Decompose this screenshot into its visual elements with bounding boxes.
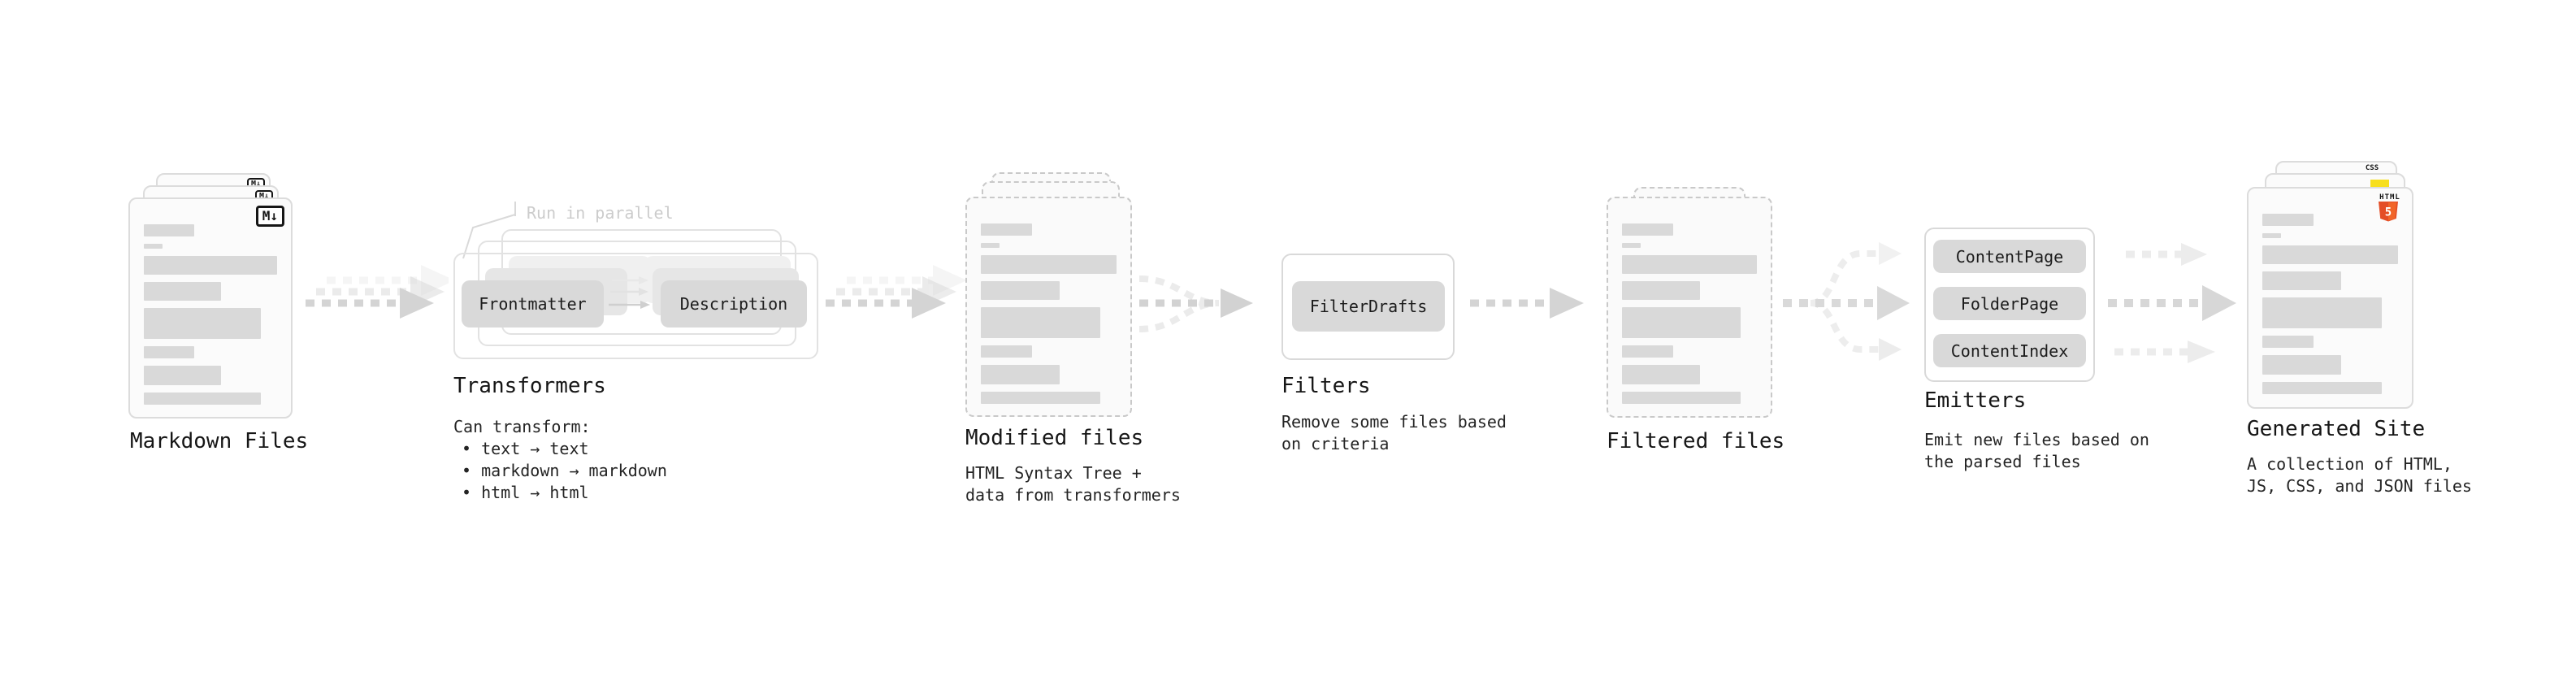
- filtered-file-card-front: [1607, 197, 1772, 418]
- transformers-notes: Can transform: • text → text • markdown …: [453, 416, 667, 504]
- emitters-frame: ContentPage FolderPage ContentIndex: [1924, 228, 2095, 382]
- svg-text:5: 5: [2385, 206, 2392, 219]
- placeholder-bar: [1622, 365, 1701, 384]
- stage-desc-modified-files: HTML Syntax Tree + data from transformer…: [965, 463, 1181, 505]
- flow-arrow-filters-to-filtered: [1470, 288, 1584, 319]
- placeholder-bar: [2262, 214, 2314, 226]
- note-bullet: • text → text: [462, 439, 589, 458]
- modified-file-card-front: [965, 197, 1132, 417]
- markdown-file-card-front: M↓: [128, 197, 293, 419]
- placeholder-bar: [1622, 255, 1757, 274]
- filter-pill-filterdrafts: FilterDrafts: [1292, 281, 1445, 332]
- generated-site-stack: CSS HTML 5: [2247, 161, 2434, 421]
- placeholder-bar: [981, 281, 1060, 300]
- placeholder-bar: [2262, 336, 2314, 348]
- flow-arrow-markdown-to-transformers: [306, 265, 449, 319]
- placeholder-bar: [1622, 281, 1701, 300]
- html5-icon: HTML 5: [2378, 193, 2402, 223]
- emitter-pill-contentpage: ContentPage: [1933, 240, 2086, 273]
- markdown-icon: M↓: [255, 206, 284, 227]
- stage-title-transformers: Transformers: [453, 374, 606, 398]
- placeholder-bar: [2262, 271, 2341, 290]
- stage-desc-emitters: Emit new files based on the parsed files: [1924, 430, 2149, 471]
- placeholder-bar: [981, 243, 1000, 248]
- parallel-mini-arrows: [609, 276, 650, 309]
- generated-file-card-html: HTML 5: [2247, 187, 2413, 409]
- placeholder-bar: [144, 308, 262, 339]
- stage-title-modified-files: Modified files: [965, 426, 1144, 450]
- placeholder-bar: [981, 345, 1033, 358]
- stage-title-emitters: Emitters: [1924, 388, 2027, 413]
- placeholder-bar: [981, 307, 1100, 338]
- placeholder-bar: [144, 224, 195, 236]
- flow-arrow-filtered-to-emitters: [1783, 242, 1910, 361]
- placeholder-bar: [981, 255, 1117, 274]
- placeholder-bar: [1622, 307, 1741, 338]
- placeholder-bar: [144, 244, 163, 249]
- placeholder-bar: [2262, 245, 2398, 264]
- modified-files-stack: [965, 172, 1144, 432]
- transformer-pill-description: Description: [661, 280, 807, 327]
- stage-title-markdown-files: Markdown Files: [130, 429, 309, 453]
- callout-line: [462, 202, 516, 259]
- stage-title-generated-site: Generated Site: [2247, 417, 2426, 441]
- placeholder-bar: [2262, 297, 2382, 328]
- document-placeholder-lines: [2262, 214, 2398, 394]
- placeholder-bar: [2262, 355, 2341, 375]
- flow-arrow-modified-to-filters: [1138, 275, 1253, 332]
- stage-title-filtered-files: Filtered files: [1607, 429, 1785, 453]
- note-bullet: • markdown → markdown: [462, 461, 667, 480]
- transformers-frame-front: [453, 253, 818, 359]
- document-placeholder-lines: [981, 223, 1117, 404]
- run-in-parallel-label: Run in parallel: [527, 203, 674, 223]
- flow-arrow-transformers-to-modified: [826, 265, 967, 319]
- placeholder-bar: [144, 393, 262, 405]
- filtered-files-stack: [1607, 187, 1785, 431]
- placeholder-bar: [1622, 345, 1674, 358]
- placeholder-bar: [981, 392, 1100, 404]
- placeholder-bar: [981, 365, 1060, 384]
- placeholder-bar: [2262, 382, 2382, 394]
- placeholder-bar: [1622, 243, 1641, 248]
- emitter-pill-folderpage: FolderPage: [1933, 287, 2086, 320]
- stage-desc-filters: Remove some files based on criteria: [1281, 412, 1507, 453]
- stage-desc-generated-site: A collection of HTML, JS, CSS, and JSON …: [2247, 454, 2472, 496]
- placeholder-bar: [144, 256, 277, 275]
- placeholder-bar: [144, 282, 222, 301]
- placeholder-bar: [1622, 223, 1674, 236]
- stage-title-filters: Filters: [1281, 374, 1371, 398]
- placeholder-bar: [981, 223, 1033, 236]
- placeholder-bar: [1622, 392, 1741, 404]
- markdown-files-stack: M↓ M↓ M↓: [128, 173, 327, 433]
- flow-arrow-emitters-to-generated: [2108, 243, 2236, 363]
- placeholder-bar: [2262, 233, 2282, 238]
- placeholder-bar: [144, 366, 222, 385]
- document-placeholder-lines: [144, 224, 277, 405]
- placeholder-bar: [144, 346, 195, 358]
- note-bullet: • html → html: [462, 483, 589, 502]
- transformer-pill-frontmatter: Frontmatter: [462, 280, 604, 327]
- note-title: Can transform:: [453, 417, 591, 436]
- emitter-pill-contentindex: ContentIndex: [1933, 334, 2086, 367]
- document-placeholder-lines: [1622, 223, 1757, 404]
